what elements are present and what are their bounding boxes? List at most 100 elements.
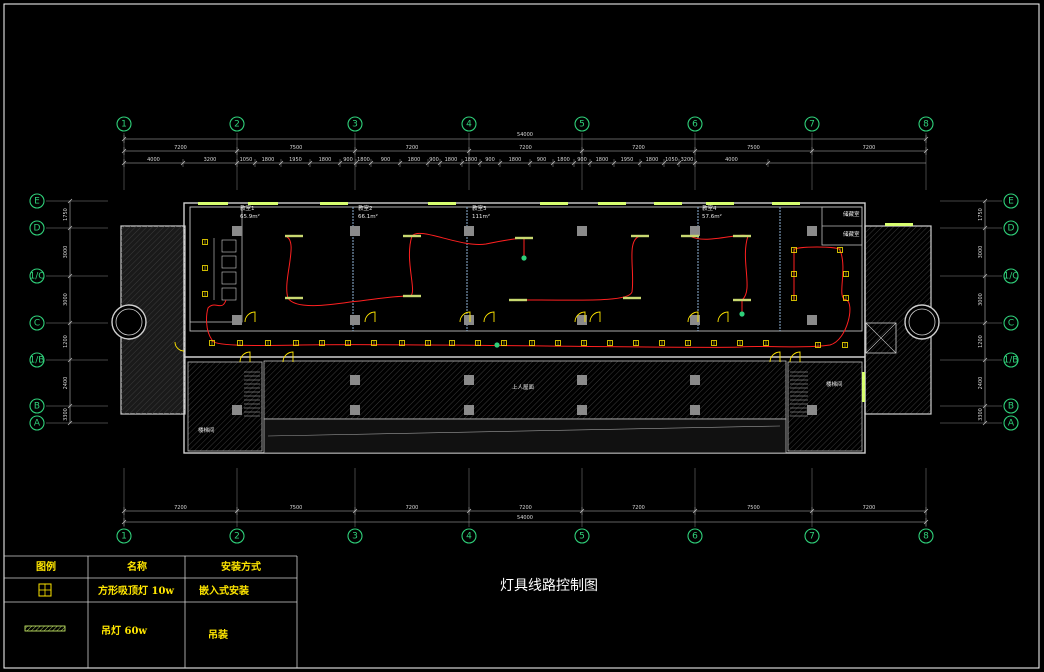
light-fixtures bbox=[202, 234, 849, 348]
square-ceiling-light-icon bbox=[837, 247, 843, 253]
lighting-circuits bbox=[206, 232, 851, 348]
square-ceiling-light-icon bbox=[815, 342, 821, 348]
square-ceiling-light-icon bbox=[659, 340, 665, 346]
square-ceiling-light-icon bbox=[449, 340, 455, 346]
svg-text:B: B bbox=[34, 402, 40, 412]
dimension-total-bottom: 54000 bbox=[517, 515, 533, 521]
svg-text:4: 4 bbox=[466, 120, 472, 130]
dimension-side-right: 3000 bbox=[978, 293, 984, 306]
square-ceiling-light-icon bbox=[581, 340, 587, 346]
svg-text:5: 5 bbox=[579, 120, 585, 130]
dimension-detail-top: 4000 bbox=[147, 157, 160, 163]
dimension-detail-top: 1050 bbox=[240, 157, 253, 163]
square-ceiling-light-icon bbox=[319, 340, 325, 346]
svg-text:B: B bbox=[1008, 402, 1014, 412]
svg-text:7: 7 bbox=[809, 532, 815, 542]
pendant-light-icon bbox=[515, 236, 533, 240]
axis-bubble-bottom-2: 2 bbox=[229, 528, 245, 544]
switch-icon bbox=[494, 342, 500, 348]
drawing-title: 灯具线路控制图 bbox=[500, 578, 598, 594]
square-ceiling-light-icon bbox=[555, 340, 561, 346]
svg-text:1/B: 1/B bbox=[30, 356, 45, 366]
square-ceiling-light-icon bbox=[371, 340, 377, 346]
svg-text:D: D bbox=[1008, 224, 1015, 234]
svg-text:A: A bbox=[1008, 419, 1015, 429]
axis-bubble-top-8: 8 bbox=[918, 116, 934, 132]
dimension-detail-top: 1800 bbox=[646, 157, 659, 163]
axis-bubble-bottom-8: 8 bbox=[918, 528, 934, 544]
dimension-total-top: 54000 bbox=[517, 132, 533, 138]
switch-icon bbox=[521, 255, 527, 261]
axis-bubble-bottom-3: 3 bbox=[347, 528, 363, 544]
square-ceiling-light-icon bbox=[843, 295, 849, 301]
room-label-classroom3: 教室3 bbox=[472, 204, 487, 212]
square-ceiling-light-icon bbox=[237, 340, 243, 346]
dimension-side-left: 1200 bbox=[63, 335, 69, 348]
dimension-span-bottom: 7200 bbox=[519, 505, 532, 511]
axis-bubble-top-6: 6 bbox=[687, 116, 703, 132]
svg-text:1: 1 bbox=[121, 532, 127, 542]
svg-text:6: 6 bbox=[692, 120, 698, 130]
room-label-classroom4: 教室4 bbox=[702, 204, 717, 212]
axis-bubble-top-2: 2 bbox=[229, 116, 245, 132]
axis-bubble-left-A: A bbox=[29, 415, 45, 431]
svg-text:3: 3 bbox=[352, 532, 358, 542]
dimension-side-left: 1750 bbox=[63, 208, 69, 221]
svg-text:A: A bbox=[34, 419, 41, 429]
room-label-store1: 储藏室 bbox=[843, 210, 860, 218]
svg-text:3: 3 bbox=[352, 120, 358, 130]
dimension-detail-top: 1800 bbox=[445, 157, 458, 163]
square-ceiling-light-icon bbox=[842, 342, 848, 348]
axis-bubble-left-B: B bbox=[29, 398, 45, 414]
square-ceiling-light-icon bbox=[843, 271, 849, 277]
svg-text:C: C bbox=[34, 319, 40, 329]
square-ceiling-light-icon bbox=[633, 340, 639, 346]
axis-grid-lines bbox=[46, 133, 1002, 527]
building-plan bbox=[111, 202, 940, 454]
dimension-side-right: 3300 bbox=[978, 408, 984, 421]
dimension-side-left: 3000 bbox=[63, 293, 69, 306]
axis-bubble-bottom-7: 7 bbox=[804, 528, 820, 544]
room-label-classroom2: 教室2 bbox=[358, 204, 373, 212]
dimension-span-bottom: 7200 bbox=[863, 505, 876, 511]
square-ceiling-light-icon bbox=[209, 340, 215, 346]
dimension-span-top: 7500 bbox=[747, 145, 760, 151]
dimension-span-top: 7500 bbox=[290, 145, 303, 151]
dimension-span-top: 7200 bbox=[863, 145, 876, 151]
dimension-detail-top: 1800 bbox=[408, 157, 421, 163]
room-label-stair-right: 楼梯间 bbox=[826, 380, 843, 388]
room-label-classroom1: 教室1 bbox=[240, 204, 255, 212]
room-area-classroom3: 111m² bbox=[472, 213, 490, 220]
legend-table: 图例 名称 安装方式 方形吸顶灯 10w 嵌入式安装 吊灯 60w 吊装 bbox=[4, 555, 298, 668]
axis-bubble-bottom-5: 5 bbox=[574, 528, 590, 544]
axis-bubble-right-C: C bbox=[1003, 315, 1019, 331]
dimension-span-bottom: 7200 bbox=[406, 505, 419, 511]
square-ceiling-light-icon bbox=[202, 239, 208, 245]
pendant-light-icon bbox=[285, 296, 303, 300]
axis-bubble-right-E: E bbox=[1003, 193, 1019, 209]
square-ceiling-light-icon bbox=[501, 340, 507, 346]
svg-text:7: 7 bbox=[809, 120, 815, 130]
square-ceiling-light-icon bbox=[38, 583, 52, 597]
dimension-span-bottom: 7200 bbox=[632, 505, 645, 511]
stair-room-left bbox=[187, 361, 263, 452]
dimension-detail-top: 4000 bbox=[725, 157, 738, 163]
dimension-detail-top: 3200 bbox=[681, 157, 694, 163]
svg-text:E: E bbox=[34, 197, 40, 207]
legend-name-row2: 吊灯 60w bbox=[101, 624, 147, 637]
pendant-light-icon bbox=[681, 234, 699, 238]
room-area-classroom2: 66.1m² bbox=[358, 213, 378, 220]
dimension-span-bottom: 7500 bbox=[290, 505, 303, 511]
dimension-detail-top: 1800 bbox=[509, 157, 522, 163]
axis-bubble-bottom-1: 1 bbox=[116, 528, 132, 544]
svg-text:1: 1 bbox=[121, 120, 127, 130]
square-ceiling-light-icon bbox=[202, 265, 208, 271]
pendant-light-icon bbox=[24, 625, 66, 632]
dimension-side-right: 3000 bbox=[978, 246, 984, 259]
axis-bubble-left-1-C: 1/C bbox=[29, 268, 45, 284]
legend-name-row1: 方形吸顶灯 10w bbox=[98, 584, 174, 597]
dimension-span-top: 7200 bbox=[174, 145, 187, 151]
square-ceiling-light-icon bbox=[202, 291, 208, 297]
